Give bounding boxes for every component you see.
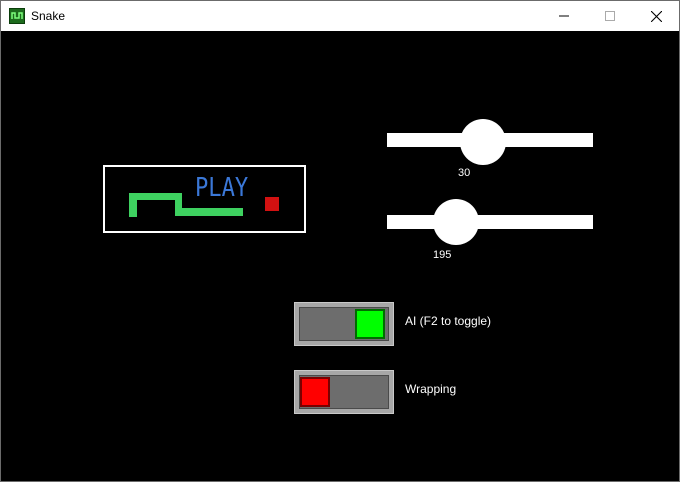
maximize-button[interactable] bbox=[587, 1, 633, 31]
minimize-button[interactable] bbox=[541, 1, 587, 31]
close-button[interactable] bbox=[633, 1, 679, 31]
snake-graphic bbox=[129, 193, 137, 217]
window-title: Snake bbox=[31, 9, 66, 23]
size-slider[interactable]: 195 bbox=[387, 199, 593, 269]
wrapping-toggle[interactable] bbox=[294, 370, 394, 414]
play-label: PLAY bbox=[195, 173, 249, 203]
maximize-icon bbox=[605, 11, 615, 21]
snake-graphic-segment bbox=[129, 193, 179, 200]
wrapping-toggle-label: Wrapping bbox=[405, 382, 457, 396]
title-bar[interactable]: Snake bbox=[1, 1, 679, 31]
slider-value: 30 bbox=[458, 167, 471, 179]
slider-value: 195 bbox=[433, 249, 452, 261]
minimize-icon bbox=[559, 15, 569, 17]
snake-graphic-segment bbox=[175, 193, 182, 215]
slider-knob[interactable] bbox=[433, 199, 479, 245]
toggle-thumb-off[interactable] bbox=[300, 377, 330, 407]
ai-toggle[interactable] bbox=[294, 302, 394, 346]
snake-graphic-segment bbox=[175, 208, 243, 216]
toggle-thumb-on[interactable] bbox=[355, 309, 385, 339]
ai-toggle-label: AI (F2 to toggle) bbox=[405, 314, 492, 328]
snake-app-icon bbox=[9, 8, 25, 24]
play-button[interactable]: PLAY bbox=[103, 165, 306, 233]
slider-track[interactable] bbox=[387, 215, 593, 229]
close-icon bbox=[650, 10, 662, 22]
slider-knob[interactable] bbox=[460, 119, 506, 165]
food-icon bbox=[265, 197, 279, 211]
speed-slider[interactable]: 30 bbox=[387, 117, 593, 187]
window-controls bbox=[541, 1, 679, 31]
